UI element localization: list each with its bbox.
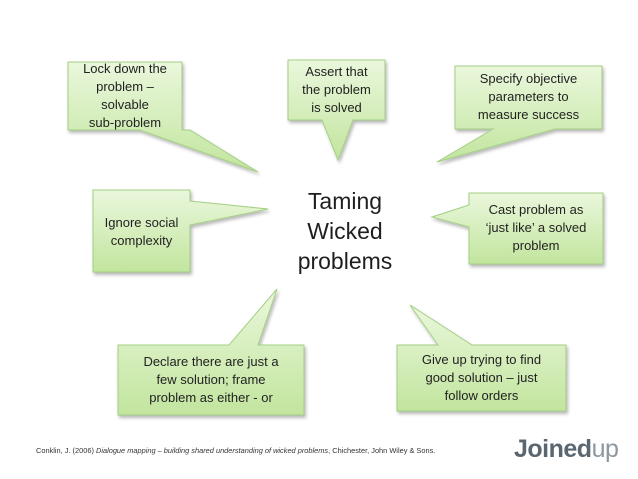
callout-give-up: Give up trying to find good solution – j… xyxy=(397,346,566,410)
callout-line: parameters to xyxy=(488,89,569,104)
callout-line: Cast problem as xyxy=(488,202,584,217)
citation: Conklin, J. (2006) Dialogue mapping – bu… xyxy=(36,446,506,455)
callout-shape-ignore-social xyxy=(92,189,269,273)
callout-line: Assert that xyxy=(305,64,368,79)
callout-shape-lock-down xyxy=(67,61,259,173)
callout-shape-specify-objective xyxy=(436,65,603,163)
callout-line: problem xyxy=(512,238,560,253)
callout-line: Specify objective xyxy=(479,71,578,86)
callout-declare-solutions: Declare there are just a few solution; f… xyxy=(118,346,304,414)
callout-line: sub-problem xyxy=(88,115,162,130)
logo-joined: Joined xyxy=(514,435,592,463)
callout-line: measure success xyxy=(477,107,580,122)
callout-line: problem as either - or xyxy=(149,390,273,405)
title-line: Wicked xyxy=(307,218,383,244)
callout-line: the problem xyxy=(302,82,371,97)
callout-line: Lock down the xyxy=(83,61,167,76)
callout-line: follow orders xyxy=(444,388,519,403)
citation-suffix: , Chichester, John Wiley & Sons. xyxy=(328,446,436,455)
callout-line: ‘just like’ a solved xyxy=(485,220,587,235)
logo-up: up xyxy=(591,435,619,463)
callout-line: good solution – just xyxy=(425,370,538,385)
callout-shape-declare-solutions xyxy=(117,288,305,416)
callout-line: problem – solvable xyxy=(96,79,154,112)
callout-shape-give-up xyxy=(396,304,567,412)
citation-prefix: Conklin, J. (2006) xyxy=(36,446,96,455)
callout-line: complexity xyxy=(110,233,173,248)
callout-ignore-social: Ignore social complexity xyxy=(93,192,190,270)
callout-shape-assert-solved xyxy=(287,59,386,162)
callout-line: Ignore social xyxy=(104,215,179,230)
title-line: Taming xyxy=(307,188,383,214)
callout-line: Give up trying to find xyxy=(421,352,542,367)
diagram-title: Taming Wicked problems xyxy=(284,186,406,276)
callout-line: few solution; frame xyxy=(156,372,266,387)
callout-shape-cast-problem xyxy=(430,192,604,265)
callout-line: Declare there are just a xyxy=(143,354,279,369)
callout-cast-problem: Cast problem as ‘just like’ a solved pro… xyxy=(469,194,603,262)
callout-assert-solved: Assert that the problem is solved xyxy=(288,60,385,118)
citation-title: Dialogue mapping – building shared under… xyxy=(95,446,329,455)
callout-lock-down: Lock down the problem – solvable sub-pro… xyxy=(68,61,182,130)
title-line: problems xyxy=(297,248,393,274)
callout-specify-objective: Specify objective parameters to measure … xyxy=(455,67,602,127)
callout-line: is solved xyxy=(311,100,362,115)
joinedup-logo: Joinedup xyxy=(514,434,624,464)
